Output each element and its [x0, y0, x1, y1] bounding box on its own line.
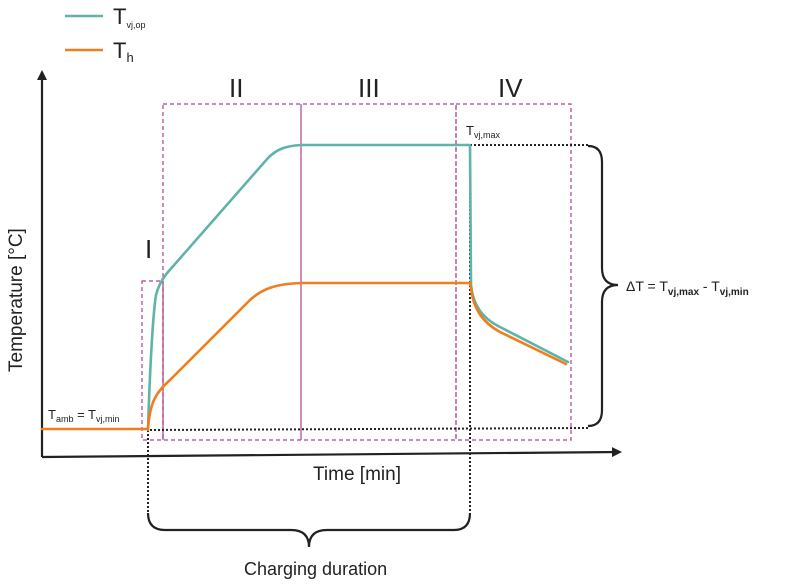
t-amb-annotation: Tamb = Tvj,min: [48, 407, 120, 424]
x-axis: [41, 447, 622, 459]
phase-label-2: II: [229, 73, 243, 103]
delta-t-annotation: ΔT = Tvj,max - Tvj,min: [626, 278, 749, 298]
phase-labels: I II III IV: [145, 73, 523, 264]
delta-t-brace: [587, 144, 619, 428]
curves: [40, 143, 570, 432]
legend: Tvj,op Th: [65, 4, 145, 65]
axes: Time [min] Temperature [°C]: [6, 70, 622, 485]
phase-box-2-3: [162, 103, 457, 441]
phase-box-4: [455, 103, 572, 441]
t-vj-max-annotation: Tvj,max: [466, 123, 500, 140]
charging-duration-brace: [146, 512, 472, 548]
phase-box-1: [141, 280, 164, 441]
annotations: Tamb = Tvj,min Tvj,max ΔT = Tvj,max - Tv…: [48, 123, 749, 579]
phase-label-4: IV: [498, 73, 523, 103]
phase-label-3: III: [358, 73, 380, 103]
legend-label-t-h: Th: [113, 38, 134, 65]
phase-boxes: [141, 103, 572, 441]
t-min-dotted-line: [149, 427, 589, 431]
y-axis-title: Temperature [°C]: [6, 228, 27, 372]
t-h-curve: [40, 281, 568, 431]
reference-lines: [147, 144, 589, 512]
charging-duration-label: Charging duration: [244, 559, 387, 579]
t-vj-op-curve: [146, 143, 570, 432]
phase-label-1: I: [145, 234, 152, 264]
legend-label-t-vj-op: Tvj,op: [113, 4, 145, 30]
x-axis-title: Time [min]: [313, 464, 401, 485]
